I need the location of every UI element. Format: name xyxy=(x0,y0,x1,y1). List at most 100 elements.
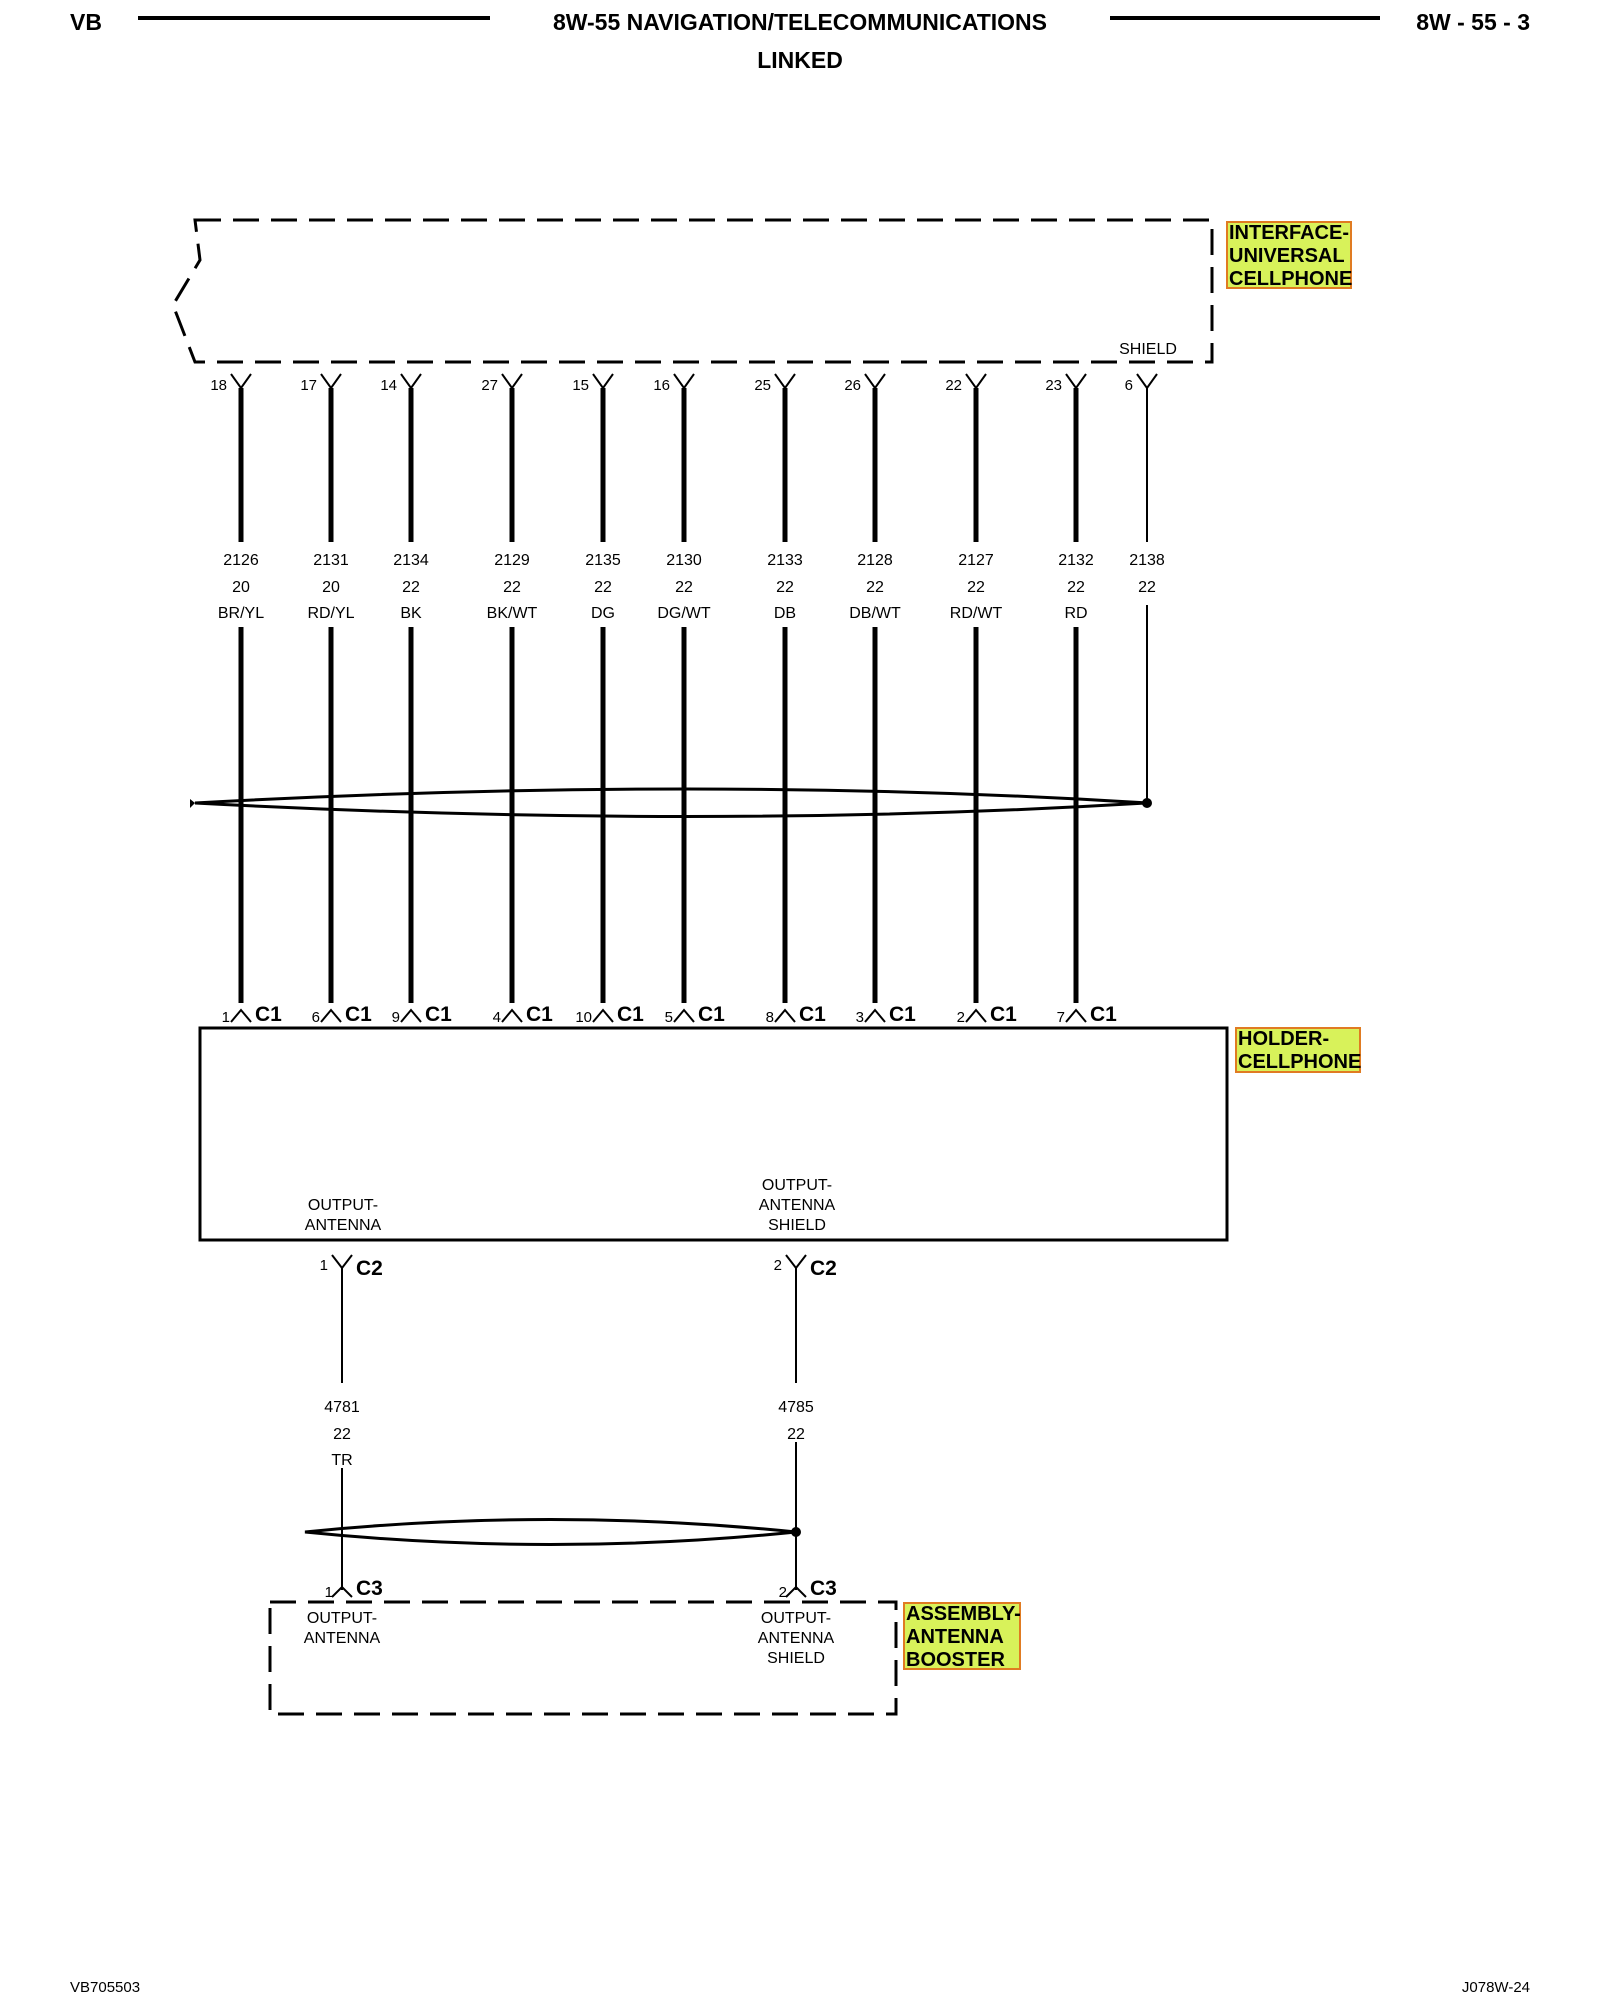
booster-label: ASSEMBLY- ANTENNA BOOSTER xyxy=(903,1602,1021,1671)
c1-receptacle xyxy=(230,1008,252,1023)
pin-fork xyxy=(965,373,987,390)
circuit-number: 2133 xyxy=(767,552,803,569)
c1-connector-label: C1 xyxy=(425,1003,452,1026)
bottom-wire-antenna: 1 C2 4781 22 TR 1 C3 xyxy=(320,1254,383,1601)
shield-braid-bottom xyxy=(304,1518,797,1546)
holder-output-antenna-line2: ANTENNA xyxy=(305,1217,382,1234)
wire-gauge: 20 xyxy=(232,579,250,596)
interface-label: INTERFACE- UNIVERSAL CELLPHONE xyxy=(1226,221,1352,290)
svg-text:C3: C3 xyxy=(356,1577,383,1600)
bottom-wire-shield: 2 C2 4785 22 2 C3 xyxy=(774,1254,837,1601)
pin-number: 25 xyxy=(754,377,771,394)
c1-receptacle xyxy=(320,1008,342,1023)
pin-fork xyxy=(400,373,422,390)
c1-connector-label: C1 xyxy=(617,1003,644,1026)
pin-number: 17 xyxy=(300,377,317,394)
svg-text:22: 22 xyxy=(333,1426,351,1443)
wire-color: BK xyxy=(400,605,422,622)
c1-receptacle xyxy=(774,1008,796,1023)
booster-shield-line3: SHIELD xyxy=(767,1650,825,1667)
c1-pin-number: 8 xyxy=(766,1009,774,1026)
holder-output-shield-line1: OUTPUT- xyxy=(762,1177,832,1194)
circuit-number: 2130 xyxy=(666,552,702,569)
header-left: VB xyxy=(70,9,102,35)
pin-number: 18 xyxy=(210,377,227,394)
wire-gauge: 22 xyxy=(967,579,985,596)
c1-receptacle xyxy=(592,1008,614,1023)
wire-gauge: 22 xyxy=(503,579,521,596)
shield-braid-top xyxy=(194,787,1148,818)
circuit-number: 2135 xyxy=(585,552,621,569)
pin-number: 14 xyxy=(380,377,397,394)
svg-text:BOOSTER: BOOSTER xyxy=(906,1649,1005,1671)
pin-fork xyxy=(230,373,252,390)
svg-text:1: 1 xyxy=(320,1257,328,1274)
booster-shield-line1: OUTPUT- xyxy=(761,1610,831,1627)
wire-color: DB xyxy=(774,605,796,622)
wire-color: BK/WT xyxy=(487,605,538,622)
c1-connector-label: C1 xyxy=(345,1003,372,1026)
c1-receptacle xyxy=(1065,1008,1087,1023)
c1-pin-number: 6 xyxy=(312,1009,320,1026)
wire-color: RD/WT xyxy=(950,605,1003,622)
shield-braid-tip xyxy=(190,799,195,808)
c1-connector-label: C1 xyxy=(889,1003,916,1026)
wire-gauge: 22 xyxy=(1138,579,1156,596)
wire-shield-2138: 6 2138 22 xyxy=(1125,373,1165,803)
wire-gauge: 22 xyxy=(776,579,794,596)
svg-text:ASSEMBLY-: ASSEMBLY- xyxy=(906,1603,1021,1625)
wire-gauge: 20 xyxy=(322,579,340,596)
header-title: 8W-55 NAVIGATION/TELECOMMUNICATIONS xyxy=(553,9,1047,35)
interface-shield-label: SHIELD xyxy=(1119,341,1177,358)
pin-fork xyxy=(673,373,695,390)
svg-text:CELLPHONE: CELLPHONE xyxy=(1238,1051,1361,1073)
c1-connector-label: C1 xyxy=(799,1003,826,1026)
c1-connector-label: C1 xyxy=(698,1003,725,1026)
c1-connector-label: C1 xyxy=(526,1003,553,1026)
c1-receptacle xyxy=(864,1008,886,1023)
wire-color: DB/WT xyxy=(849,605,901,622)
svg-text:2: 2 xyxy=(774,1257,782,1274)
circuit-number: 2138 xyxy=(1129,552,1165,569)
c1-receptacle xyxy=(501,1008,523,1023)
wire-gauge: 22 xyxy=(594,579,612,596)
booster-antenna-line2: ANTENNA xyxy=(304,1630,381,1647)
c1-pin-number: 2 xyxy=(957,1009,965,1026)
svg-text:4785: 4785 xyxy=(778,1399,814,1416)
pin-number: 6 xyxy=(1125,377,1133,394)
c1-receptacle xyxy=(673,1008,695,1023)
wire-gauge: 22 xyxy=(675,579,693,596)
holder-label: HOLDER- CELLPHONE xyxy=(1235,1027,1361,1073)
pin-fork xyxy=(592,373,614,390)
c1-pin-number: 10 xyxy=(575,1009,592,1026)
holder-output-shield-line2: ANTENNA xyxy=(759,1197,836,1214)
booster-assembly-outline xyxy=(268,1600,898,1716)
c1-receptacle xyxy=(965,1008,987,1023)
pin-fork xyxy=(1136,373,1158,390)
booster-shield-line2: ANTENNA xyxy=(758,1630,835,1647)
pin-number: 22 xyxy=(945,377,962,394)
circuit-number: 2128 xyxy=(857,552,893,569)
wire-color: DG xyxy=(591,605,615,622)
wire-color: DG/WT xyxy=(657,605,711,622)
pin-number: 16 xyxy=(653,377,670,394)
wire-color: RD xyxy=(1064,605,1087,622)
c1-connector-label: C1 xyxy=(1090,1003,1117,1026)
wire-gauge: 22 xyxy=(866,579,884,596)
svg-text:INTERFACE-: INTERFACE- xyxy=(1229,222,1349,244)
footer-right: J078W-24 xyxy=(1462,1979,1530,1996)
circuit-number: 2126 xyxy=(223,552,259,569)
svg-text:2: 2 xyxy=(779,1584,787,1601)
c1-pin-number: 3 xyxy=(856,1009,864,1026)
wire-color: RD/YL xyxy=(307,605,354,622)
svg-text:4781: 4781 xyxy=(324,1399,360,1416)
holder-output-antenna-line1: OUTPUT- xyxy=(308,1197,378,1214)
circuit-number: 2127 xyxy=(958,552,994,569)
